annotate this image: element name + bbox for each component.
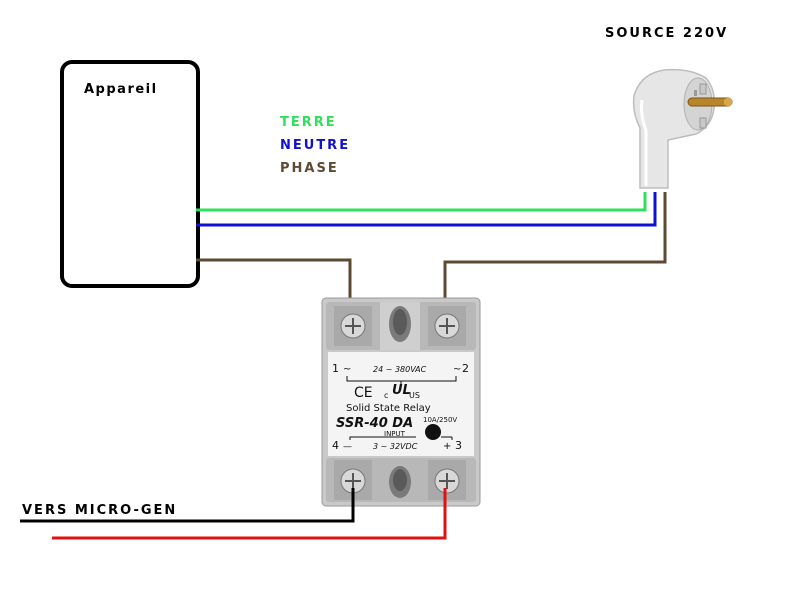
phase-wire-source [443, 192, 667, 328]
relay-terminal-4: 4 [332, 439, 339, 452]
ul-c-mark: c [384, 391, 388, 400]
relay-led-icon [425, 424, 441, 440]
ul-us-mark: US [409, 391, 420, 400]
legend-earth-label: TERRE [280, 115, 337, 130]
power-plug-icon [632, 68, 733, 189]
earth-wire [196, 192, 647, 212]
control-label: VERS MICRO-GEN [22, 503, 178, 518]
neutral-wire [196, 192, 657, 227]
relay-tilde-2: ~ [453, 364, 461, 375]
legend-neutral-label: NEUTRE [280, 138, 351, 153]
ul-mark: UL [392, 383, 411, 398]
legend-phase-label: PHASE [280, 161, 339, 176]
relay-title: Solid State Relay [346, 403, 431, 414]
relay-model: SSR-40 DA [336, 416, 413, 431]
control-positive-wire [52, 488, 447, 540]
solid-state-relay: 1 ~ 24 ~ 380VAC ~ 2 CE c UL US Solid Sta… [321, 297, 481, 507]
relay-minus-sign: — [343, 442, 352, 452]
relay-terminal-1: 1 [332, 362, 339, 375]
relay-plus-sign: + [443, 441, 451, 452]
relay-load-range: 24 ~ 380VAC [373, 365, 427, 374]
relay-rating: 10A/250V [423, 416, 457, 424]
relay-input-range: 3 ~ 32VDC [373, 442, 418, 451]
control-negative-wire [20, 488, 355, 523]
ce-mark: CE [354, 385, 373, 401]
relay-input-label: INPUT [384, 430, 406, 438]
source-label: SOURCE 220V [605, 26, 729, 41]
appliance-label: Appareil [84, 82, 158, 97]
appliance-box [60, 60, 200, 288]
relay-terminal-2: 2 [462, 362, 469, 375]
relay-tilde-1: ~ [343, 364, 351, 375]
relay-terminal-3: 3 [455, 439, 462, 452]
